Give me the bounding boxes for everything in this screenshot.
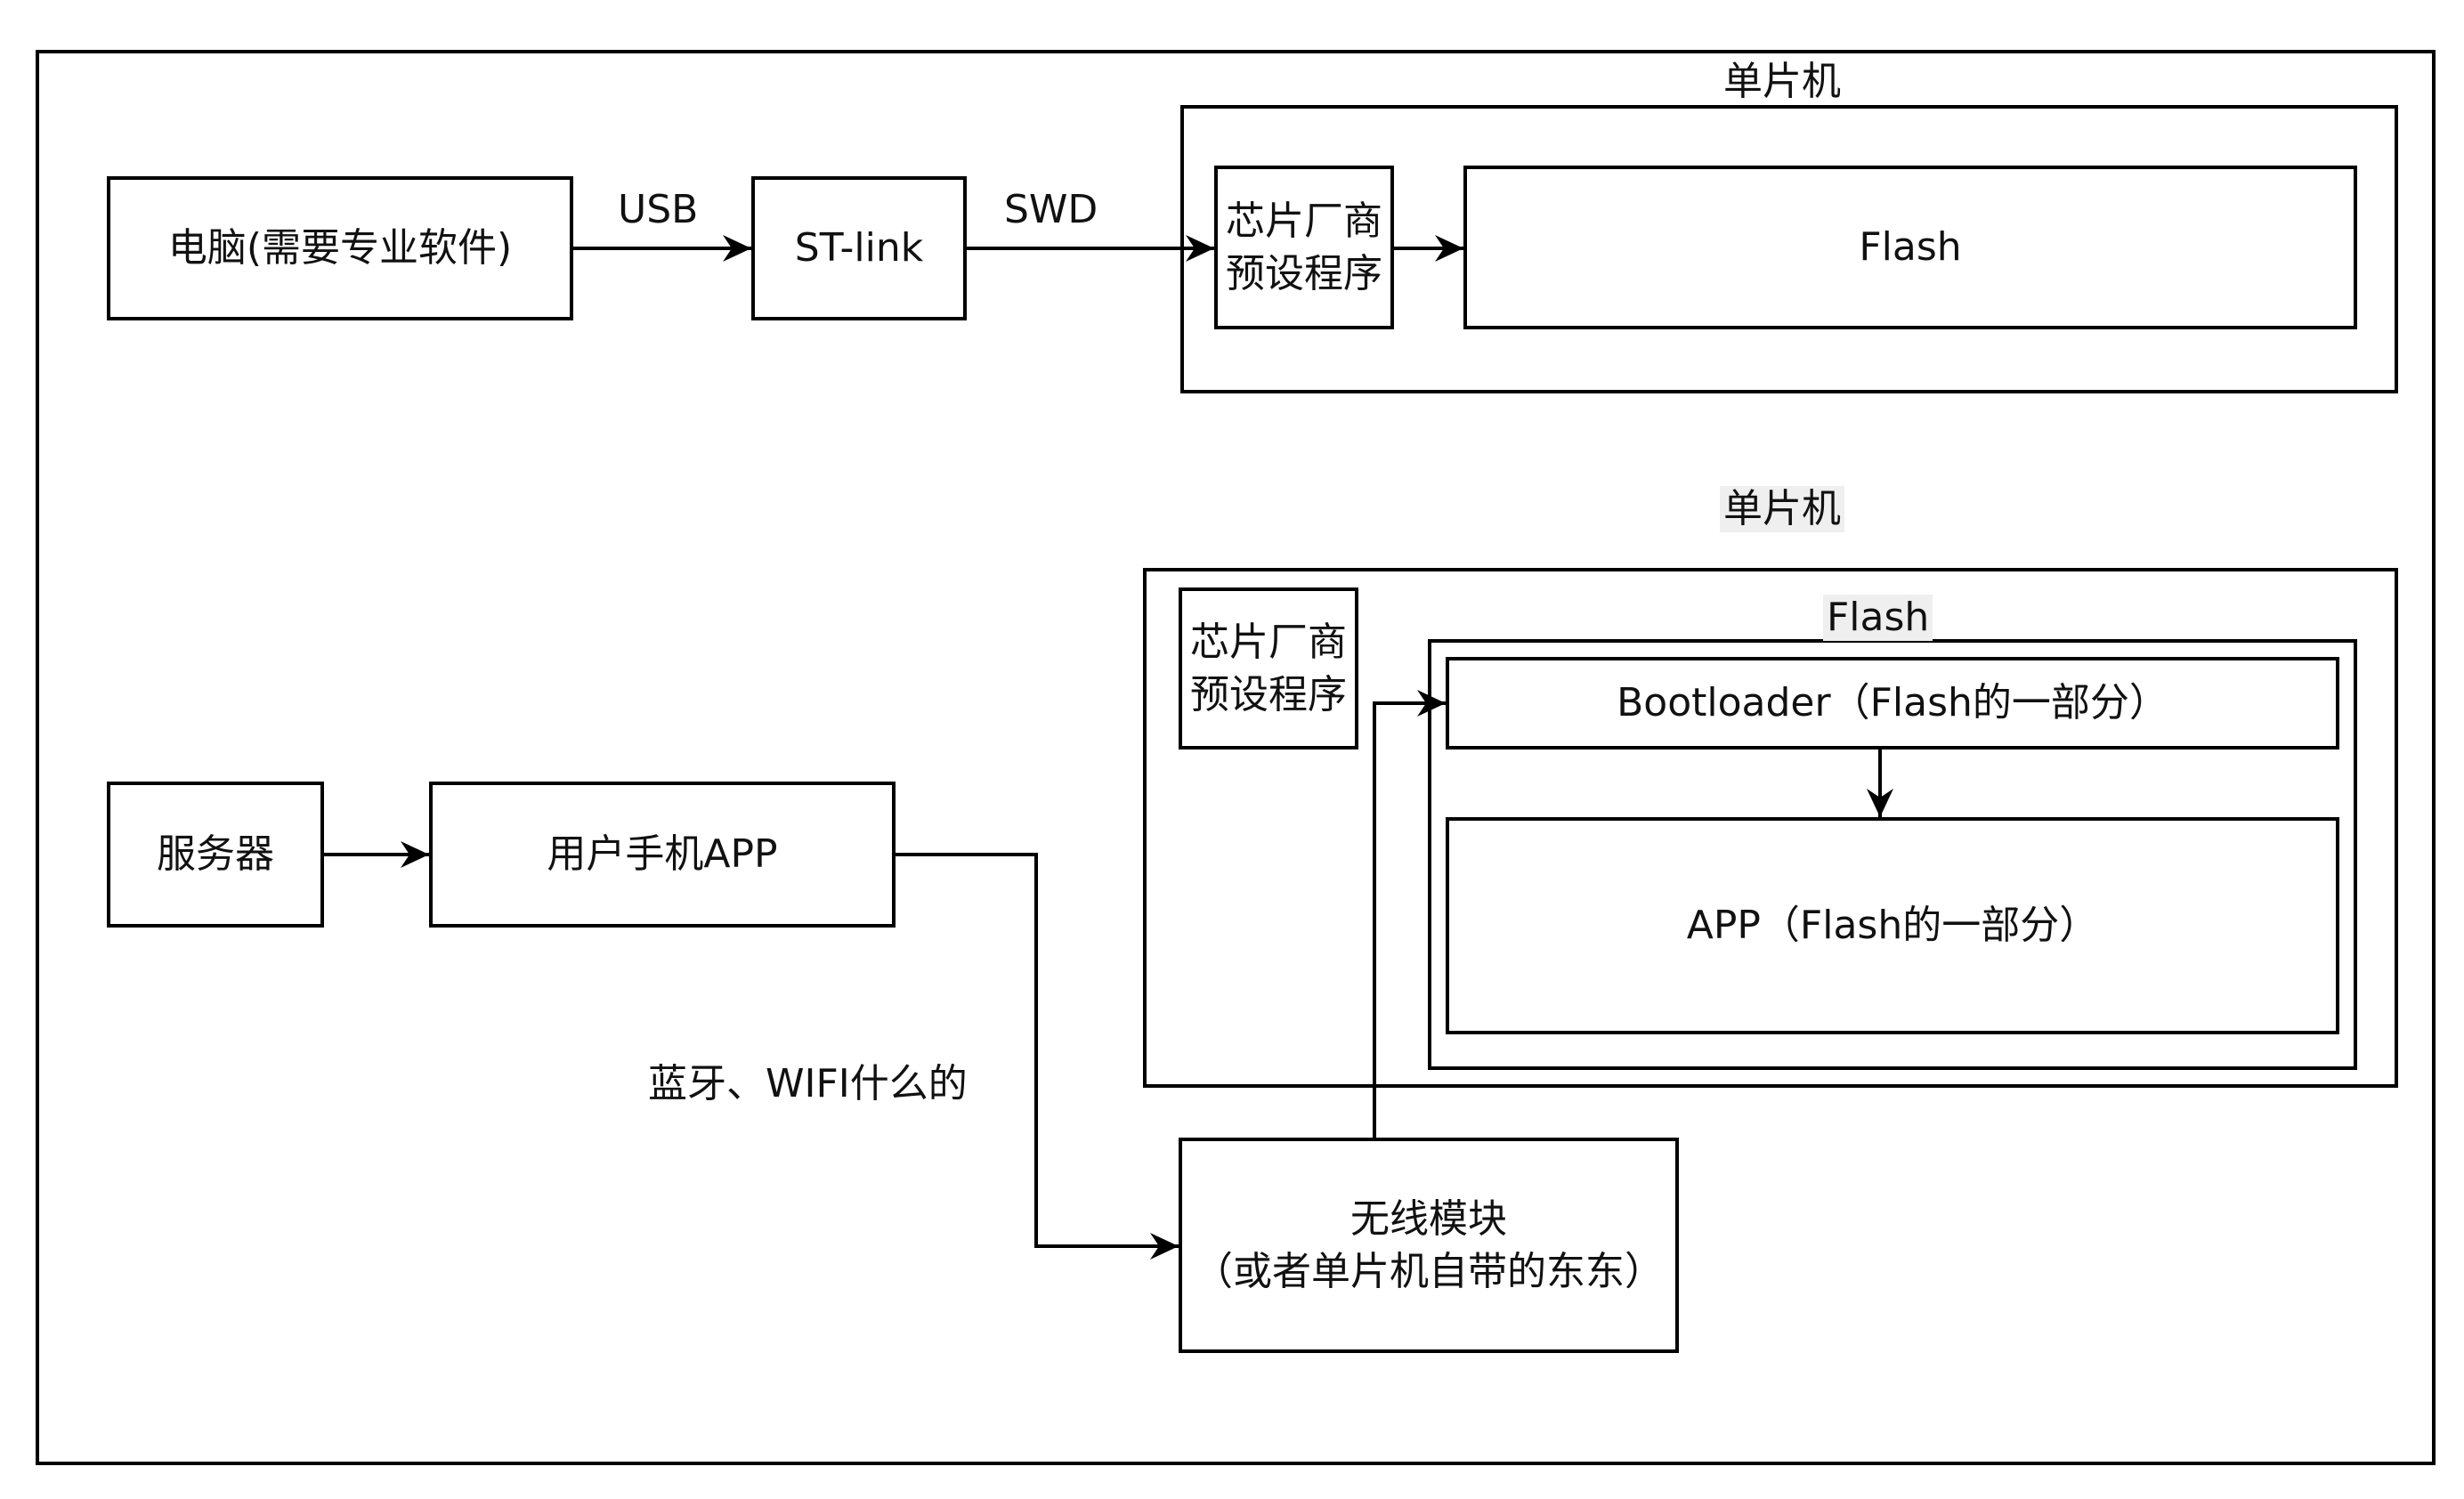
flash-title-bottom: Flash <box>1823 595 1933 642</box>
server-label: 服务器 <box>157 831 274 878</box>
bootloader-label: Bootloader（Flash的一部分） <box>1617 680 2168 726</box>
outer-frame <box>36 50 2436 1465</box>
mcu-top-title: 单片机 <box>1720 59 1844 106</box>
wireless-link-label: 蓝牙、WIFI什么的 <box>648 1061 968 1106</box>
pc-box: 电脑(需要专业软件) <box>107 176 573 320</box>
usb-label: USB <box>618 187 699 232</box>
pc-label: 电脑(需要专业软件) <box>167 225 513 271</box>
mcu-bottom-title: 单片机 <box>1720 486 1844 533</box>
arrow-phone-to-wireless <box>896 853 1179 1248</box>
vendor-program-box-bottom: 芯片厂商 预设程序 <box>1179 587 1358 750</box>
wireless-module-box: 无线模块 （或者单片机自带的东东） <box>1179 1138 1679 1353</box>
phone-app-label: 用户手机APP <box>547 831 778 878</box>
swd-label: SWD <box>1004 187 1098 232</box>
stlink-box: ST-link <box>751 176 967 320</box>
vendor-program-line1: 芯片厂商 <box>1190 619 1347 665</box>
flash-label-top: Flash <box>1859 224 1962 271</box>
vendor-program-line2: 预设程序 <box>1190 672 1347 717</box>
mcu-bottom-container <box>1143 568 2398 1088</box>
server-box: 服务器 <box>107 782 324 928</box>
vendor-program-box-top: 芯片厂商 预设程序 <box>1214 166 1394 329</box>
vendor-program-line1: 芯片厂商 <box>1226 198 1382 244</box>
stlink-label: ST-link <box>794 225 924 271</box>
wireless-module-line2: （或者单片机自带的东东） <box>1194 1249 1664 1294</box>
app-box: APP（Flash的一部分） <box>1446 817 2339 1034</box>
bootloader-box: Bootloader（Flash的一部分） <box>1446 657 2339 750</box>
wireless-module-line1: 无线模块 <box>1350 1195 1507 1242</box>
flash-box-top: Flash <box>1463 166 2357 329</box>
phone-app-box: 用户手机APP <box>429 782 896 928</box>
arrow-wireless-to-bootloader <box>1373 701 1446 1138</box>
app-label: APP（Flash的一部分） <box>1686 903 2099 949</box>
vendor-program-line2: 预设程序 <box>1226 251 1382 296</box>
